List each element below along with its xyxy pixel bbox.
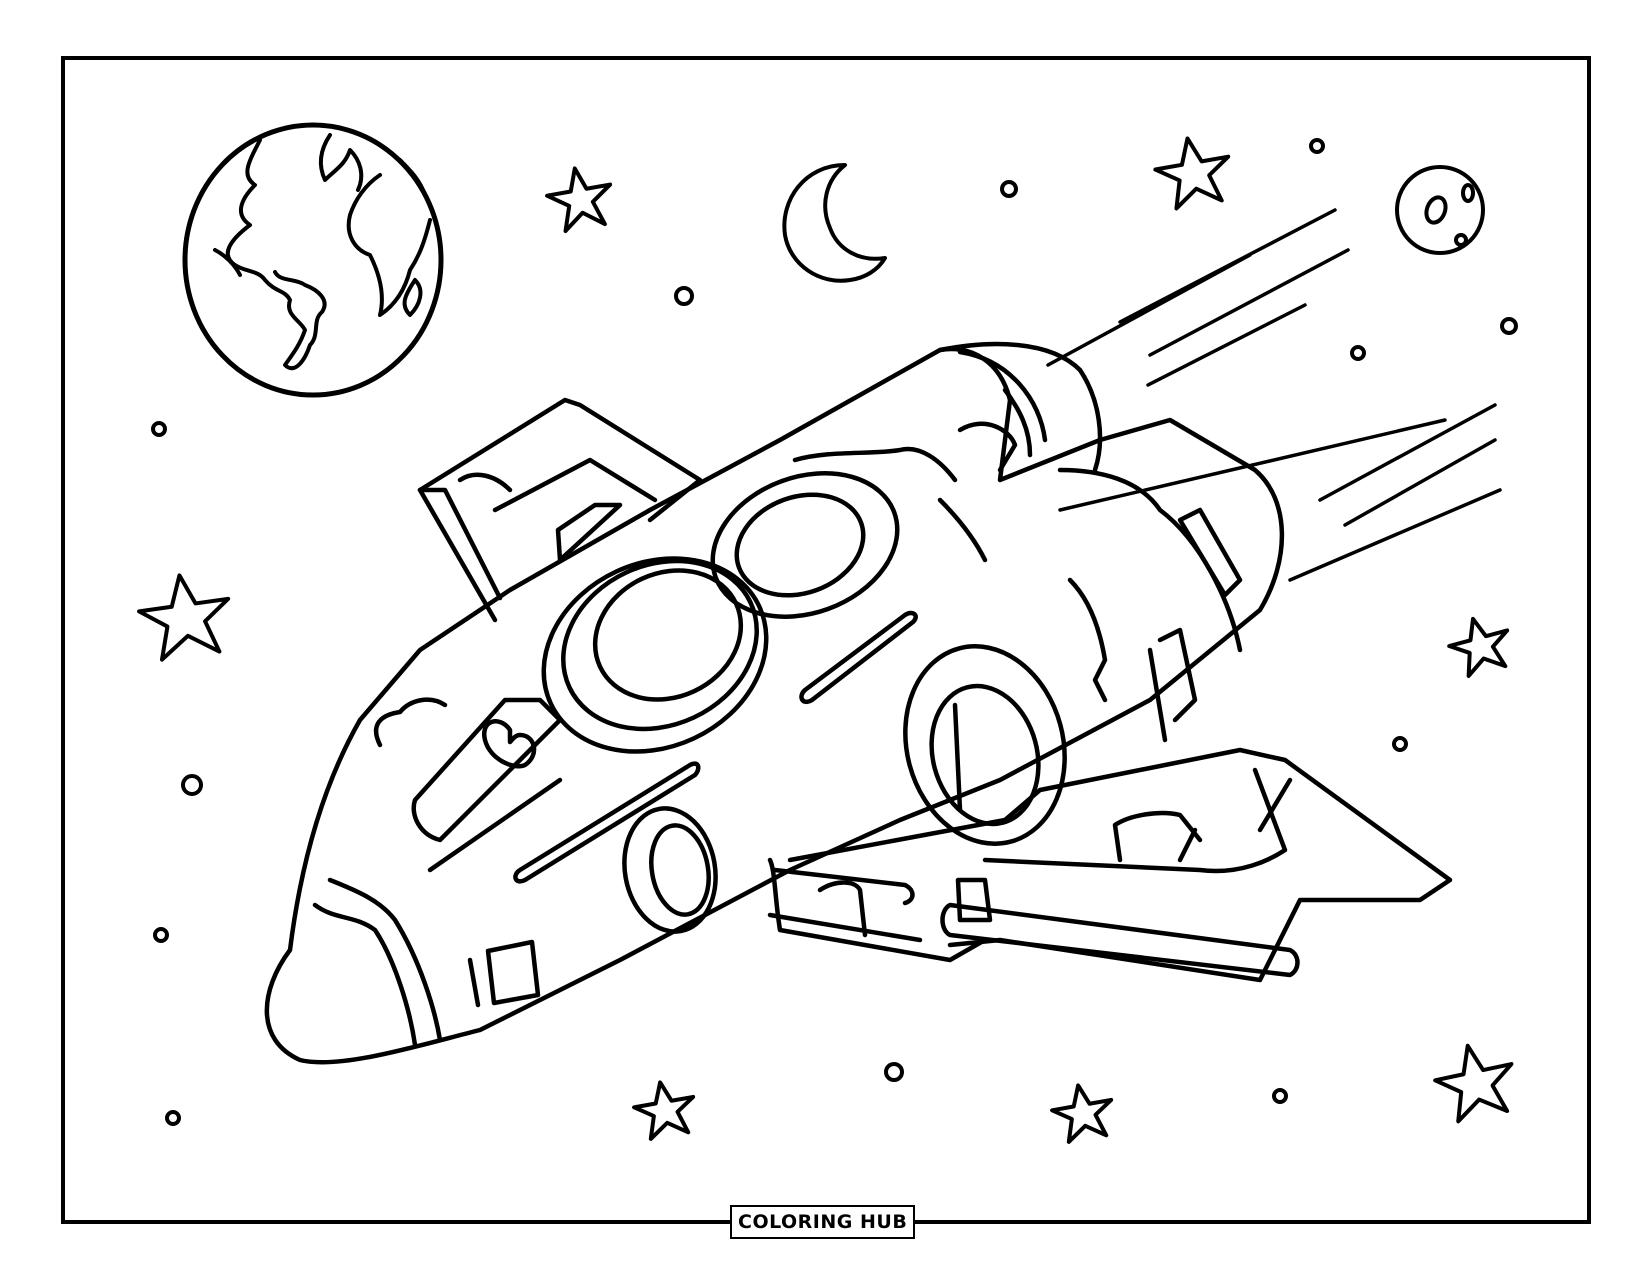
star-icon [1050, 1083, 1114, 1144]
star-icon [545, 166, 613, 234]
star-icon [1447, 616, 1510, 678]
logo-text: COLORING HUB [738, 1211, 908, 1233]
star-icon [632, 1080, 696, 1141]
star-icon [1153, 136, 1231, 211]
stars [137, 136, 1514, 1144]
star-icon [1433, 1043, 1514, 1124]
crescent-moon-icon [782, 163, 887, 283]
coloring-hub-logo: COLORING HUB [730, 1205, 916, 1239]
speed-lines [1046, 208, 1502, 582]
cratered-moon-icon [1395, 165, 1485, 255]
spaceship-illustration [264, 341, 1453, 1065]
star-icon [137, 573, 231, 662]
earth-globe-icon [182, 122, 444, 398]
dots [151, 138, 1518, 1126]
